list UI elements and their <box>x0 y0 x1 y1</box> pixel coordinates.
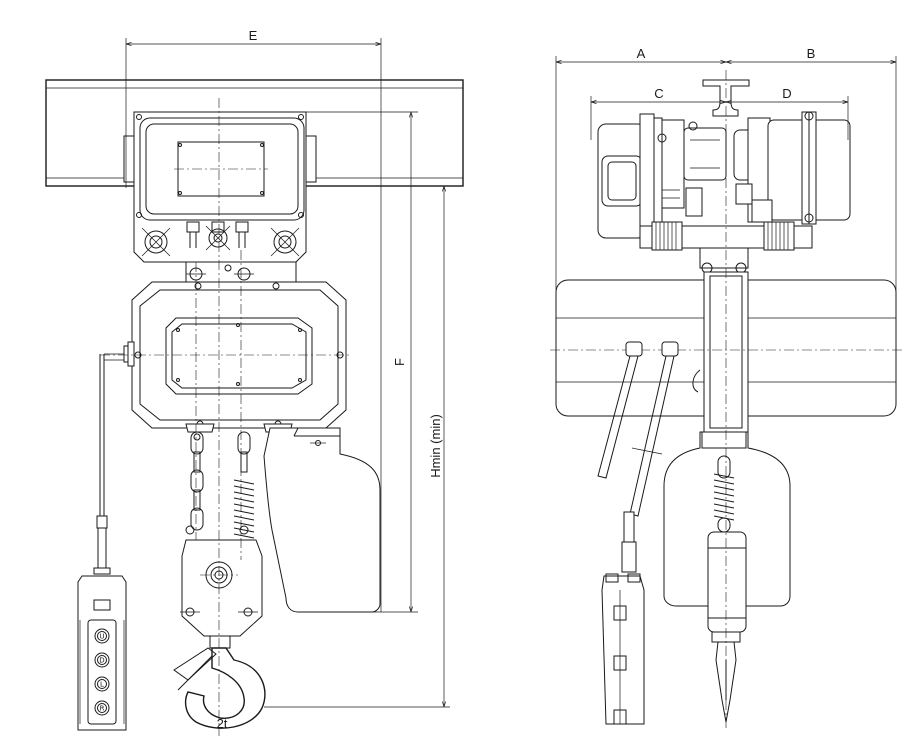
control-box <box>133 111 307 263</box>
trolley-motor-left <box>597 113 727 247</box>
svg-text:R: R <box>100 705 105 713</box>
svg-text:D: D <box>782 86 791 101</box>
front-view: U D L R E <box>45 28 464 736</box>
side-view: A B C D <box>550 46 905 730</box>
spring <box>233 479 255 539</box>
capacity-label: 2t <box>217 716 228 731</box>
hook <box>173 647 266 729</box>
pendant-button-right[interactable]: R <box>94 700 110 716</box>
dimension-f: F <box>306 111 418 613</box>
pendant-control-side <box>601 573 645 725</box>
hoist-body-side <box>550 271 905 433</box>
trolley-motor-right <box>733 111 851 225</box>
svg-text:L: L <box>100 681 104 689</box>
dimension-e: E <box>125 28 382 612</box>
pendant-button-up[interactable]: U <box>94 628 110 644</box>
hook-block-side <box>707 531 747 723</box>
pendant-control: U D L R <box>77 515 127 731</box>
pendant-button-down[interactable]: D <box>94 652 110 668</box>
hoist-body <box>131 281 347 433</box>
svg-text:Hmin (min): Hmin (min) <box>428 414 443 478</box>
chain-bag <box>263 427 381 613</box>
svg-text:A: A <box>637 46 646 61</box>
svg-text:B: B <box>807 46 816 61</box>
dimension-ab: A B <box>555 46 897 290</box>
dimension-hmin: Hmin (min) <box>264 185 463 708</box>
load-chain <box>190 431 255 539</box>
svg-text:E: E <box>249 28 258 43</box>
trolley-axle <box>639 221 813 274</box>
svg-text:F: F <box>392 358 407 366</box>
pendant-cable-side <box>597 341 701 573</box>
svg-text:C: C <box>654 86 663 101</box>
pendant-button-left[interactable]: L <box>94 676 110 692</box>
svg-text:D: D <box>99 657 104 665</box>
hook-block <box>180 525 263 649</box>
dimension-cd: C D <box>590 86 849 140</box>
svg-text:U: U <box>99 633 104 641</box>
